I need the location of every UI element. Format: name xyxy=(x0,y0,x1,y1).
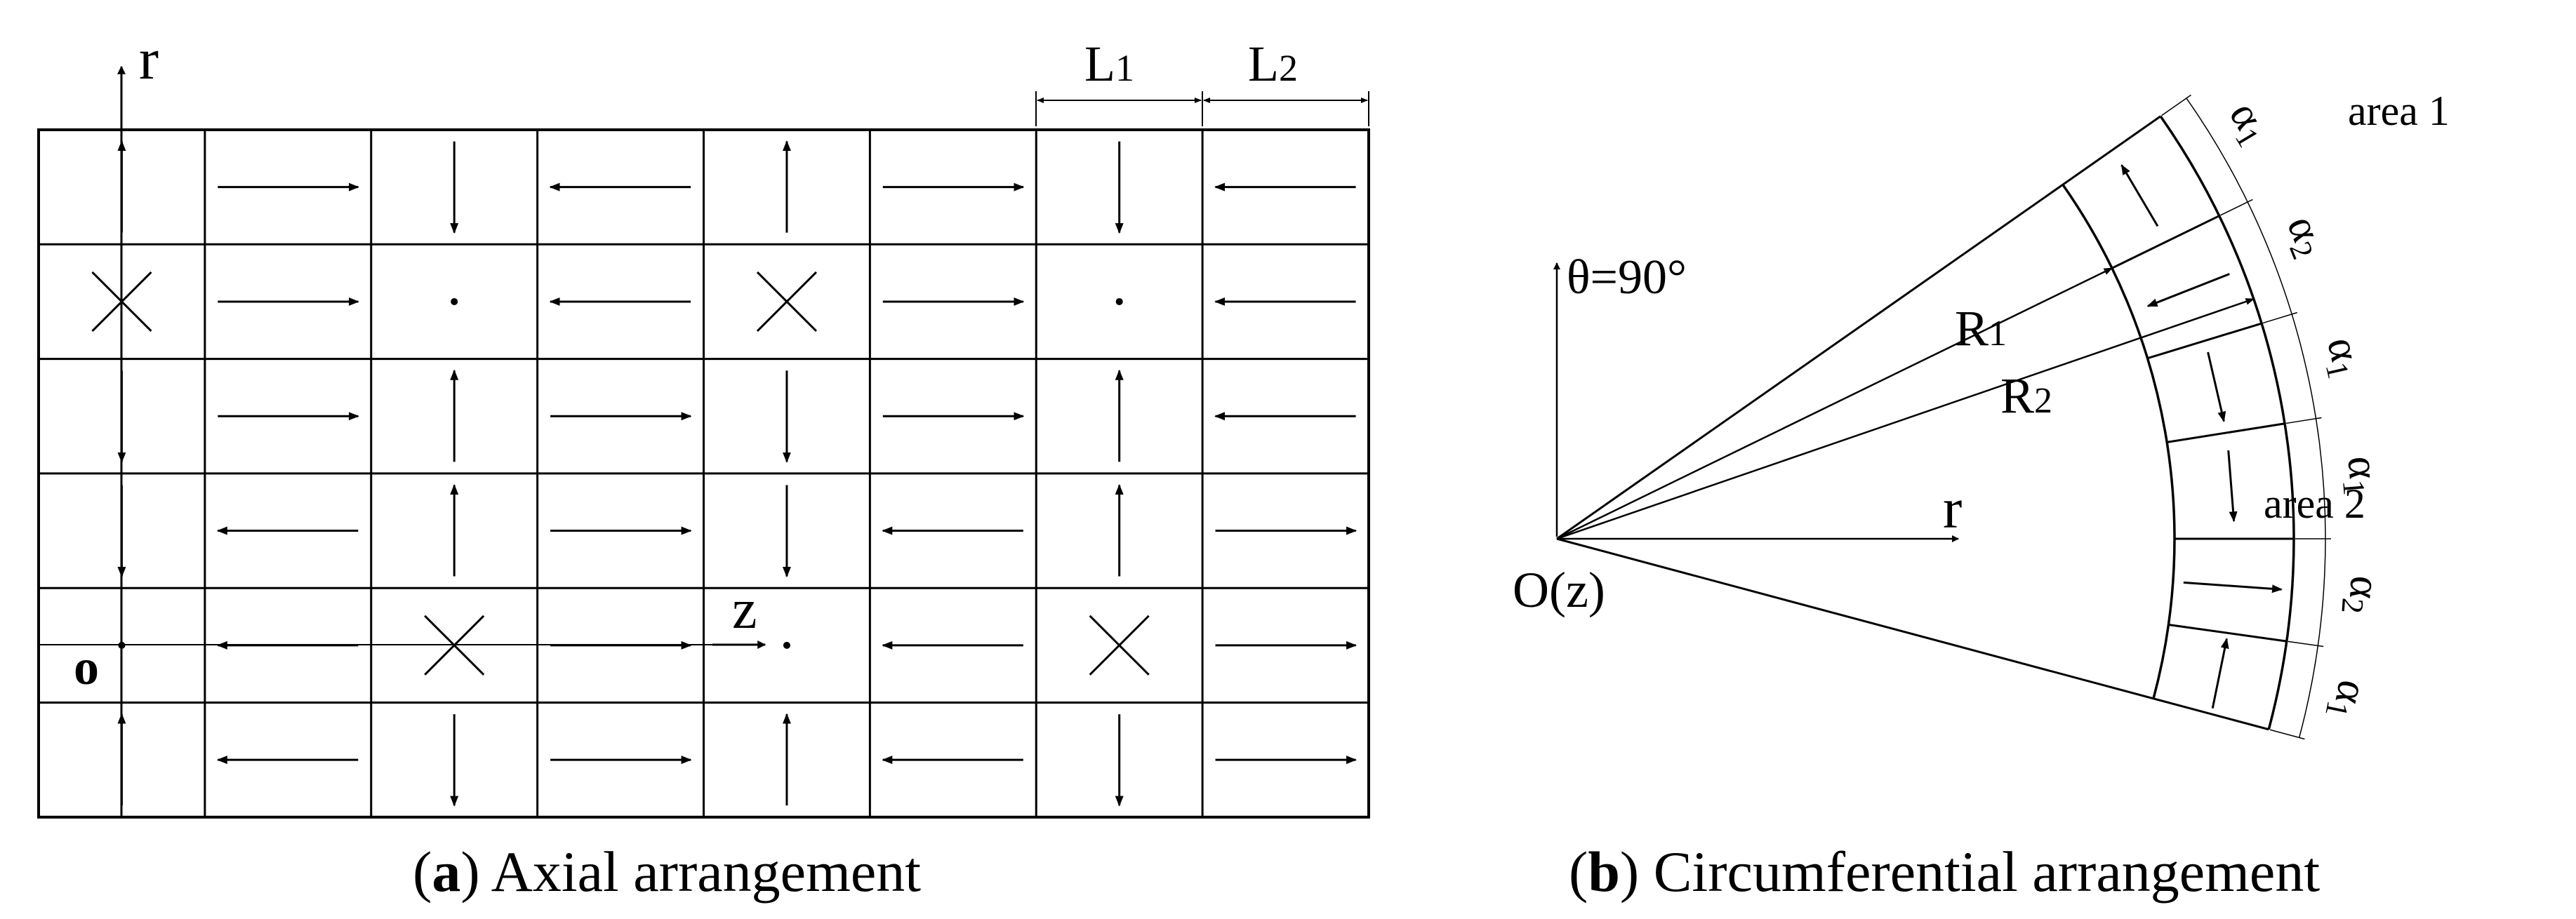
cell-1-2-dot-mark xyxy=(451,297,458,305)
segment-divider xyxy=(2111,215,2220,269)
alpha-label-4: α1 xyxy=(2334,455,2389,497)
z-axis-label: z xyxy=(732,579,757,640)
dimension-l2: L2 xyxy=(1203,36,1369,126)
fan-bottom-edge xyxy=(1556,537,2269,731)
axial-grid xyxy=(37,128,1370,819)
panel-b-circumferential: θ=90° r O(z) R1 R2 area 1 area 2 α1α2α1α… xyxy=(1513,88,2450,904)
alpha-label-1: α1 xyxy=(2217,93,2280,153)
angle-tick xyxy=(2269,729,2305,740)
caption-a: (a) Axial arrangement xyxy=(413,840,921,904)
segment-5-arrow xyxy=(2183,581,2283,593)
area-2-label: area 2 xyxy=(2264,481,2365,527)
segment-divider xyxy=(2166,422,2285,443)
angle-scale-arc xyxy=(2186,98,2326,738)
svg-text:L1: L1 xyxy=(1084,36,1134,92)
panel-a-axial: r z o L1 L2 (a) Axial arrangement xyxy=(37,27,1370,904)
svg-text:L2: L2 xyxy=(1248,36,1298,92)
cell-4-6-cross-mark xyxy=(1089,615,1150,676)
segment-4-arrow xyxy=(2227,450,2238,523)
segment-divider xyxy=(2168,623,2287,643)
angle-tick xyxy=(2262,311,2298,324)
cell-4-4-dot-mark xyxy=(783,641,790,649)
r1-ray xyxy=(1556,267,2113,540)
caption-b: (b) Circumferential arrangement xyxy=(1569,840,2320,904)
segment-divider xyxy=(2147,322,2262,360)
segment-3-arrow xyxy=(2207,351,2226,422)
angle-tick xyxy=(2220,199,2253,216)
origin-label: o xyxy=(74,639,99,695)
fan-top-edge xyxy=(1556,115,2161,540)
circumferential-fan xyxy=(1556,94,2331,740)
alpha-label-2: α2 xyxy=(2274,209,2337,264)
area-1-label: area 1 xyxy=(2348,88,2450,134)
angle-tick xyxy=(2285,417,2322,424)
origin-label-b: O(z) xyxy=(1513,562,1605,618)
alpha-label-5: α2 xyxy=(2335,574,2389,616)
dimension-l1: L1 xyxy=(1035,36,1203,126)
angle-tick xyxy=(2161,94,2191,116)
outer-arc xyxy=(2159,115,2295,730)
alpha-label-6: α1 xyxy=(2318,676,2377,723)
segment-1-arrow xyxy=(2120,164,2159,227)
segment-6-arrow xyxy=(2211,638,2229,709)
r1-label: R1 xyxy=(1955,300,2007,356)
inner-arc xyxy=(2062,184,2176,699)
r-axis-label: r xyxy=(139,27,159,92)
cell-1-6-dot-mark xyxy=(1115,297,1123,305)
segment-2-arrow xyxy=(2146,273,2230,307)
angle-tick xyxy=(2288,640,2324,648)
r-axis-label-b: r xyxy=(1943,476,1962,540)
cell-1-4-cross-mark xyxy=(756,271,817,333)
theta-label: θ=90° xyxy=(1567,250,1687,304)
r2-label: R2 xyxy=(2000,368,2052,424)
alpha-labels: α1 α2 α1 α1 α2 α1 xyxy=(2217,93,2389,723)
r2-ray xyxy=(1556,297,2255,540)
alpha-label-3: α1 xyxy=(2313,333,2372,382)
